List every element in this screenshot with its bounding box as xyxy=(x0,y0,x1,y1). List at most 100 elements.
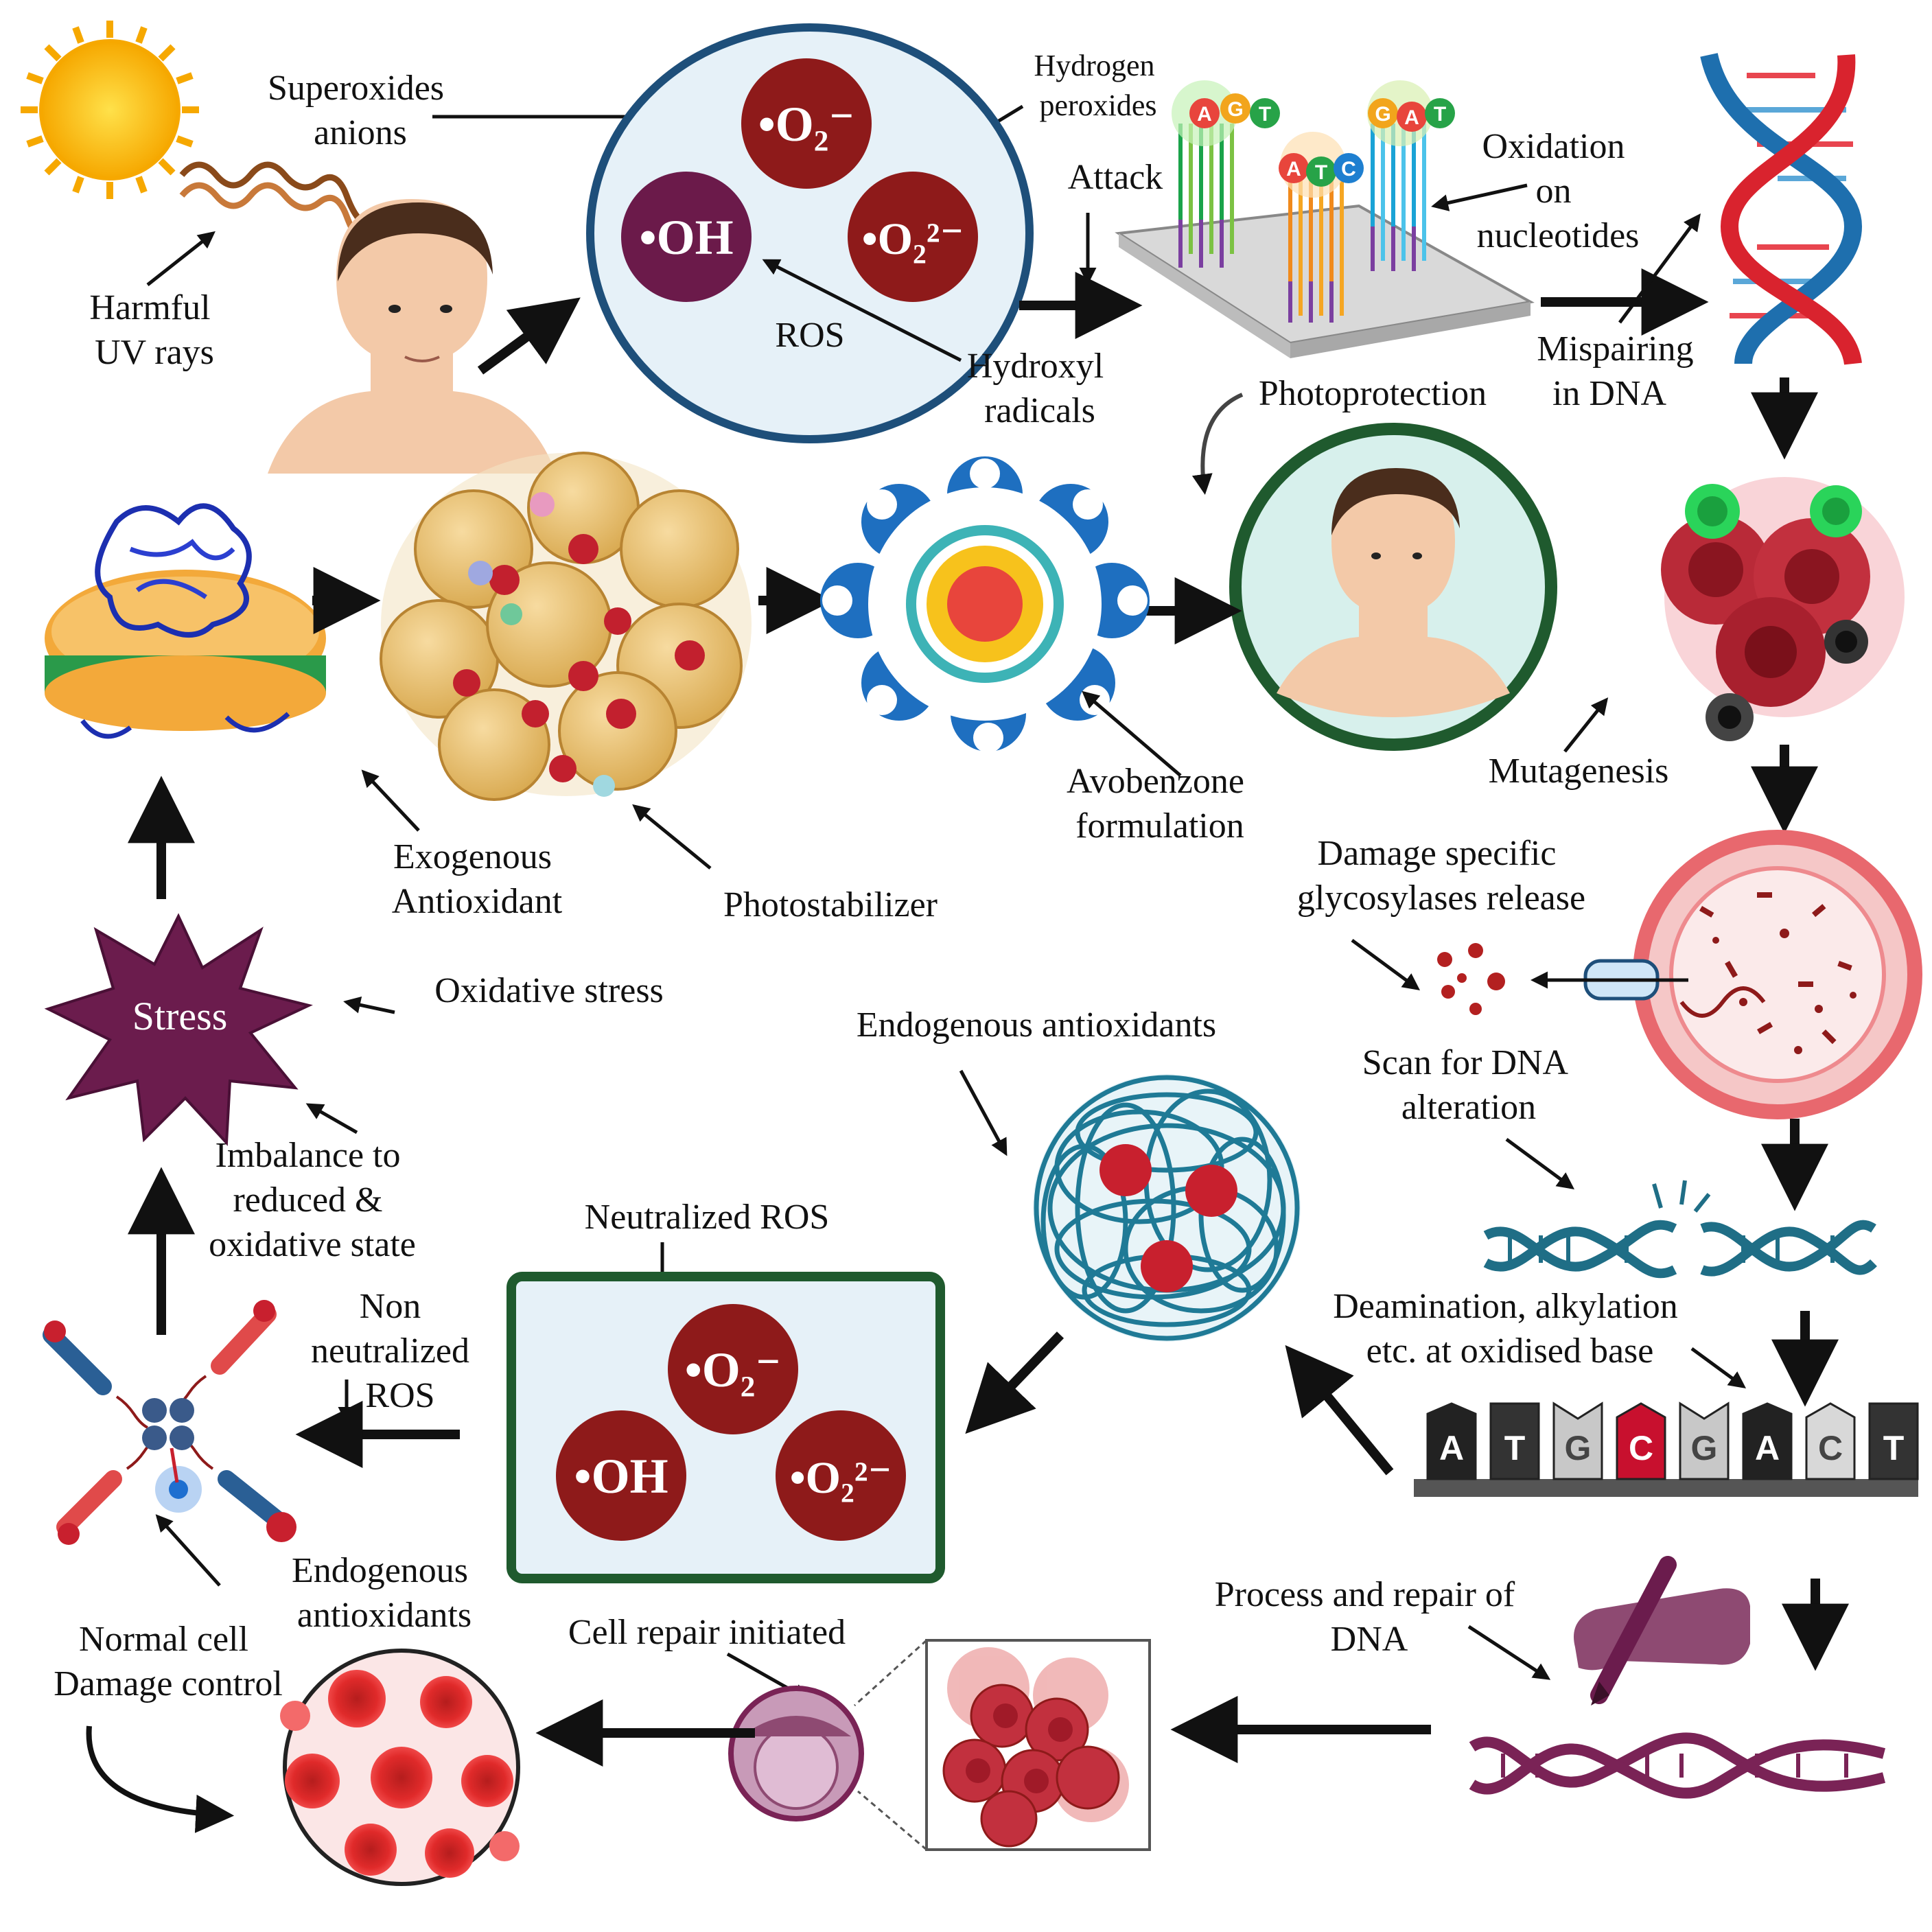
superoxides-label: Superoxides anions xyxy=(268,69,453,152)
attack-label: Attack xyxy=(1068,158,1163,197)
avobenzone-label: Avobenzone formulation xyxy=(1067,762,1253,846)
arrow-glycosylase xyxy=(1351,938,1421,990)
dna-base-tile xyxy=(1552,1401,1603,1480)
ros-peroxide-box: •O₂²⁻ xyxy=(790,1453,892,1503)
svg-text:G: G xyxy=(1375,103,1390,126)
dna-helix-icon xyxy=(1700,52,1863,366)
normal-cell-label: Normal cell Damage control xyxy=(54,1620,283,1703)
arrow-avobenzone xyxy=(1082,690,1182,777)
arrow-exogenous xyxy=(361,769,420,832)
liposome-icon xyxy=(45,503,326,739)
endogenous-top-label: Endogenous antioxidants xyxy=(857,1005,1216,1045)
writing-hand-icon xyxy=(1574,1556,1750,1706)
neutralized-ros-box: •O₂⁻ •OH •O₂²⁻ xyxy=(507,1272,945,1583)
arrow-person-to-ros xyxy=(477,297,581,375)
antioxidant-enzyme-ball xyxy=(1033,1074,1301,1342)
dna-base-letter: T xyxy=(1504,1429,1526,1467)
damage-specific-label: Damage specific glycosylases release xyxy=(1297,834,1585,918)
arrow-uv xyxy=(146,231,216,286)
arrow-process-repair xyxy=(1467,1625,1551,1680)
mispairing-label: Mispairing in DNA xyxy=(1537,329,1702,413)
person-icon xyxy=(268,199,556,474)
nucleotide-plate xyxy=(1115,124,1535,358)
ros-label: ROS xyxy=(775,316,844,355)
svg-text:G: G xyxy=(1227,98,1243,121)
cut-dna-icon xyxy=(1483,1180,1877,1279)
harmful-uv-label: Harmful UV rays xyxy=(89,288,219,372)
dna-base-tile xyxy=(1742,1402,1793,1480)
neutralized-ros-label: Neutralized ROS xyxy=(585,1198,830,1237)
exogenous-label: Exogenous Antioxidant xyxy=(392,837,563,921)
protected-person-circle xyxy=(1229,423,1557,751)
scan-dna-label: Scan for DNA alteration xyxy=(1362,1043,1576,1127)
photostabilizer-label: Photostabilizer xyxy=(723,885,938,924)
dna-base-letter: A xyxy=(1755,1429,1780,1467)
receptor-icon xyxy=(43,1300,296,1545)
non-neutralized-label: Non neutralized ROS xyxy=(311,1287,478,1415)
arrow-mispairing xyxy=(1618,213,1701,324)
ros-hydroxyl-box: •OH xyxy=(574,1449,668,1504)
mutated-cells-icon xyxy=(1661,477,1905,741)
ros-superoxide-box: •O₂⁻ xyxy=(685,1342,782,1397)
stress-star: Stress xyxy=(44,913,313,1146)
arrow-bases-to-enzyme xyxy=(1285,1345,1394,1476)
nucleotide-tags: A G T A T C G A T xyxy=(1172,80,1455,198)
antioxidant-cells-icon xyxy=(380,452,752,801)
glycosylase-particles xyxy=(1437,943,1505,1015)
ros-ellipse: •O₂⁻ •OH •O₂²⁻ ROS xyxy=(586,23,1034,443)
hydrogen-peroxides-label: Hydrogen peroxides xyxy=(1034,49,1163,122)
dna-base-tile xyxy=(1489,1402,1540,1480)
ros-superoxide-top: •O₂⁻ xyxy=(758,97,855,152)
arrow-oxidation xyxy=(1431,183,1528,211)
endogenous-bottom-label: Endogenous antioxidants xyxy=(292,1551,477,1635)
dna-base-letter: T xyxy=(1883,1429,1905,1467)
arrow-enzyme-to-neutralized xyxy=(965,1331,1064,1434)
svg-text:A: A xyxy=(1197,103,1212,126)
process-repair-label: Process and repair of DNA xyxy=(1215,1575,1524,1659)
arrow-photostabilizer xyxy=(632,804,712,870)
avobenzone-nanoparticle-icon xyxy=(820,456,1150,753)
dna-base-tile xyxy=(1805,1402,1856,1480)
arrow-hydroxyl xyxy=(762,259,962,362)
arrow-mutagenesis xyxy=(1563,697,1609,753)
dna-base-tile xyxy=(1426,1402,1477,1480)
oxidation-label: Oxidation on nucleotides xyxy=(1477,127,1640,255)
red-blood-cells-circle xyxy=(280,1649,520,1886)
arrow-deamination xyxy=(1690,1347,1747,1388)
arrow-endogenous-top xyxy=(959,1069,1008,1156)
ros-peroxide-top: •O₂²⁻ xyxy=(862,214,964,264)
svg-text:T: T xyxy=(1434,103,1446,126)
dna-base-letter: C xyxy=(1629,1429,1653,1467)
dna-base-tile xyxy=(1616,1402,1666,1480)
arrow-imbalance xyxy=(305,1103,358,1134)
stress-label: Stress xyxy=(132,994,228,1038)
hydroxyl-label: Hydroxyl radicals xyxy=(967,347,1113,430)
arrow-normal-to-rbc xyxy=(86,1725,235,1833)
svg-text:C: C xyxy=(1341,158,1356,181)
sun-icon xyxy=(21,21,199,199)
arrow-scan xyxy=(1505,1137,1575,1189)
dna-base-letter: A xyxy=(1439,1429,1464,1467)
mutagenesis-label: Mutagenesis xyxy=(1489,752,1669,791)
repair-cell-icon xyxy=(728,1686,864,1822)
oxidative-stress-label: Oxidative stress xyxy=(434,971,664,1010)
svg-text:A: A xyxy=(1404,106,1419,129)
cell-repair-label: Cell repair initiated xyxy=(568,1613,846,1652)
svg-text:T: T xyxy=(1259,103,1271,126)
svg-text:T: T xyxy=(1315,161,1327,184)
arrow-normal-cell xyxy=(155,1514,221,1587)
photoprotection-label: Photoprotection xyxy=(1259,374,1487,413)
dna-base-letter: G xyxy=(1691,1429,1718,1467)
deamination-label: Deamination, alkylation etc. at oxidised… xyxy=(1333,1287,1687,1371)
dna-base-tile xyxy=(1679,1401,1730,1480)
repaired-dna-icon xyxy=(1469,1732,1886,1799)
arrow-photoprotection xyxy=(1191,393,1244,495)
nucleus-icon xyxy=(1583,830,1922,1119)
dna-base-tile xyxy=(1868,1402,1919,1480)
svg-text:A: A xyxy=(1286,158,1301,181)
dna-base-letter: C xyxy=(1818,1429,1843,1467)
dna-base-letter: G xyxy=(1565,1429,1592,1467)
tissue-zoom-icon xyxy=(853,1639,1151,1851)
